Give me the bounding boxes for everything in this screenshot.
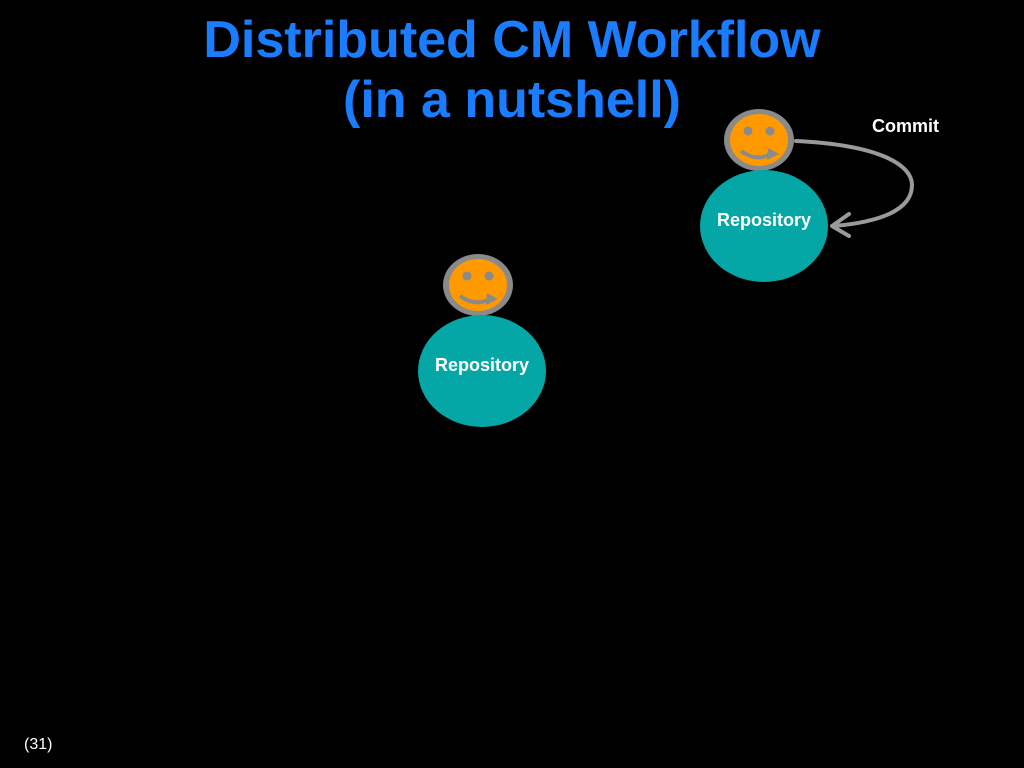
title-line-1: Distributed CM Workflow (203, 11, 821, 69)
smiley-user-icon (724, 109, 794, 171)
title-line-2: (in a nutshell) (343, 71, 681, 129)
repository-label-right: Repository (717, 210, 811, 230)
user-right (724, 109, 794, 171)
slide-title: Distributed CM Workflow (in a nutshell) (0, 10, 1024, 130)
smiley-user-icon (443, 254, 513, 316)
commit-arrow: Commit (794, 116, 939, 238)
page-number: (31) (24, 736, 53, 753)
repository-node-right: Repository (700, 170, 828, 282)
curved-arrow-icon (794, 139, 915, 228)
repository-label-center: Repository (435, 355, 529, 375)
arrow-head (830, 212, 851, 238)
user-center (443, 254, 513, 316)
repository-node-center: Repository (418, 315, 546, 427)
commit-label: Commit (872, 116, 939, 136)
